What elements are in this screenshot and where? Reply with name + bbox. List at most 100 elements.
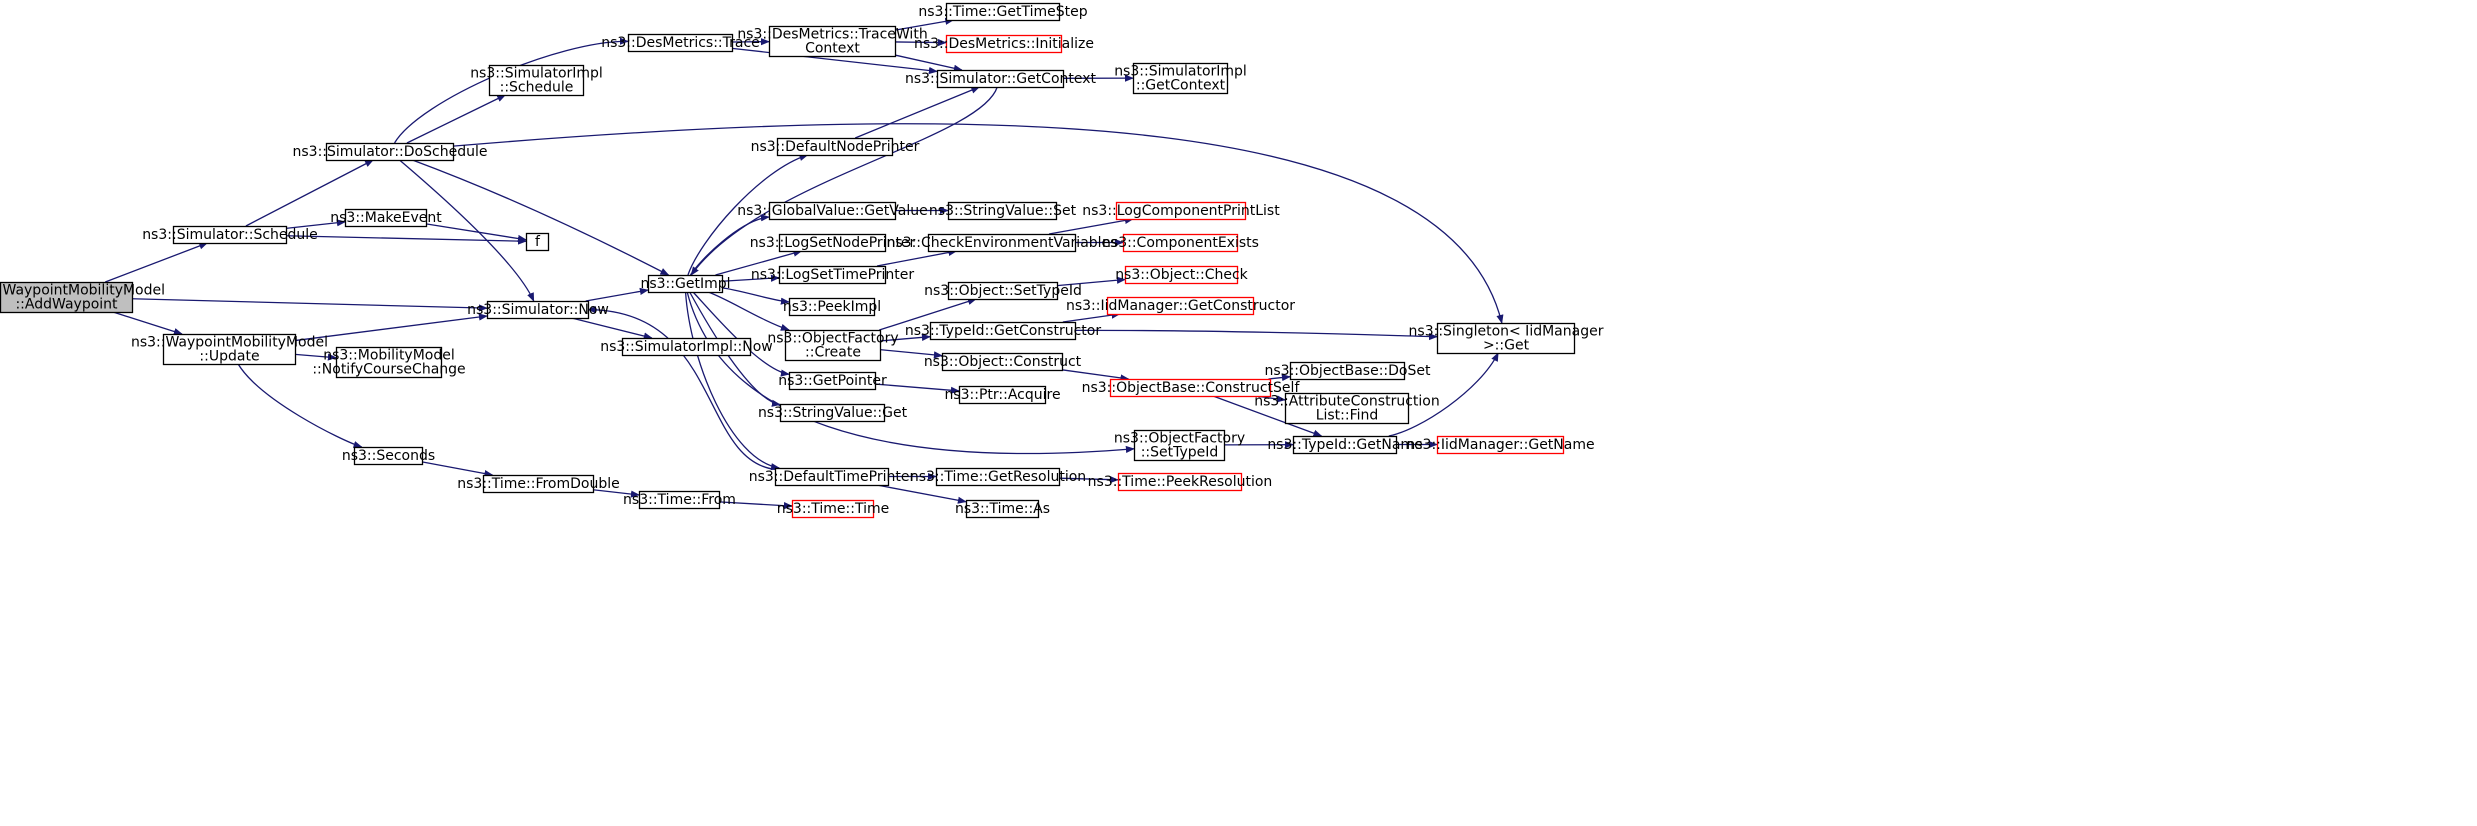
node-getcontext[interactable]: ns3::Simulator::GetContext [905, 71, 1097, 88]
node-label: ns3::DefaultNodePrinter [751, 139, 920, 155]
node-implnow[interactable]: ns3::SimulatorImpl::Now [600, 339, 773, 356]
node-label: ns3::IidManager::GetConstructor [1066, 298, 1295, 314]
node-typeidgetctor[interactable]: ns3::TypeId::GetConstructor [905, 323, 1101, 340]
node-label: ::GetContext [1136, 78, 1226, 94]
node-compexists[interactable]: ns3::ComponentExists [1102, 235, 1259, 252]
edge-defnodeprinter-to-getcontext [855, 87, 979, 138]
node-label: ns3::GlobalValue::GetValue [737, 203, 927, 219]
node-label: ns3::Simulator::GetContext [905, 71, 1097, 87]
node-label: List::Find [1316, 408, 1379, 424]
edge-getimpl-to-factsettypeid [687, 292, 1134, 453]
node-objconstruct[interactable]: ns3::Object::Construct [924, 354, 1082, 371]
node-timeas[interactable]: ns3::Time::As [955, 501, 1050, 518]
node-typeidgetname[interactable]: ns3::TypeId::GetName [1267, 437, 1422, 454]
node-peekimpl[interactable]: ns3::PeekImpl [783, 299, 881, 316]
node-doset[interactable]: ns3::ObjectBase::DoSet [1265, 363, 1431, 380]
node-iidgetctor[interactable]: ns3::IidManager::GetConstructor [1066, 298, 1295, 315]
node-awp: ns3::WaypointMobilityModel::AddWaypoint [0, 283, 165, 313]
node-objcheck[interactable]: ns3::Object::Check [1115, 267, 1248, 284]
node-timestep[interactable]: ns3::Time::GetTimeStep [918, 4, 1087, 21]
node-implgetcontext[interactable]: ns3::SimulatorImpl::GetContext [1114, 64, 1247, 94]
node-label: >::Get [1483, 338, 1530, 354]
node-getimpl[interactable]: ns3::GetImpl [640, 276, 730, 293]
node-label: ::NotifyCourseChange [312, 362, 465, 378]
node-doschedule[interactable]: ns3::Simulator::DoSchedule [293, 144, 488, 161]
node-label: ns3::ComponentExists [1102, 235, 1259, 251]
node-timetime[interactable]: ns3::Time::Time [777, 501, 889, 518]
edge-objconstruct-to-constructself [1062, 370, 1129, 379]
node-label: ns3::StringValue::Set [929, 203, 1077, 219]
node-timefrom[interactable]: ns3::Time::From [623, 492, 736, 509]
node-objfactcreate[interactable]: ns3::ObjectFactory::Create [767, 331, 898, 361]
node-label: ns3::Seconds [342, 448, 435, 464]
node-destrace[interactable]: ns3::DesMetrics::Trace [601, 35, 760, 52]
node-makeevent[interactable]: ns3::MakeEvent [330, 210, 442, 227]
node-stringget[interactable]: ns3::StringValue::Get [758, 405, 908, 422]
node-update[interactable]: ns3::WaypointMobilityModel::Update [131, 335, 328, 365]
node-singleton[interactable]: ns3::Singleton< IidManager>::Get [1409, 324, 1604, 354]
node-ptracquire[interactable]: ns3::Ptr::Acquire [944, 387, 1060, 404]
node-globalvalue[interactable]: ns3::GlobalValue::GetValue [737, 203, 927, 220]
node-label: ns3::Time::Time [777, 501, 889, 517]
node-getpointer[interactable]: ns3::GetPointer [778, 373, 887, 390]
node-label: ns3::Object::Check [1115, 267, 1248, 283]
node-defnodeprinter[interactable]: ns3::DefaultNodePrinter [751, 139, 920, 156]
node-label: ns3::Time::PeekResolution [1088, 474, 1273, 490]
node-label: Context [805, 41, 860, 57]
node-desinit[interactable]: ns3::DesMetrics::Initialize [914, 36, 1094, 53]
edge-doschedule-to-implschedule [407, 95, 505, 143]
node-label: ns3::Time::GetResolution [910, 469, 1086, 485]
edge-makeevent-to-f [426, 224, 526, 240]
node-iidgetname[interactable]: ns3::IidManager::GetName [1406, 437, 1594, 454]
node-fromdouble[interactable]: ns3::Time::FromDouble [457, 476, 620, 493]
node-getres[interactable]: ns3::Time::GetResolution [910, 469, 1086, 486]
node-label: ns3::Time::GetTimeStep [918, 4, 1087, 20]
edge-getimpl-to-objfactcreate [708, 292, 789, 330]
node-now[interactable]: ns3::Simulator::Now [467, 302, 609, 319]
node-label: ns3::LogSetNodePrinter [750, 235, 916, 251]
node-logprintlist[interactable]: ns3::LogComponentPrintList [1082, 203, 1280, 220]
node-label: ns3::StringValue::Get [758, 405, 908, 421]
node-lognodeprinter[interactable]: ns3::LogSetNodePrinter [750, 235, 916, 252]
edge-deftimeprinter-to-timeas [877, 485, 966, 502]
node-f[interactable]: f [527, 234, 549, 251]
node-label: ns3::Object::SetTypeId [924, 283, 1082, 299]
node-label: ns3::Time::FromDouble [457, 476, 620, 492]
node-factsettypeid[interactable]: ns3::ObjectFactory::SetTypeId [1114, 431, 1245, 461]
node-peekres[interactable]: ns3::Time::PeekResolution [1088, 474, 1273, 491]
node-implschedule[interactable]: ns3::SimulatorImpl::Schedule [470, 66, 603, 96]
nodes-layer: ns3::WaypointMobilityModel::AddWaypointn… [0, 4, 1604, 518]
edge-getimpl-to-peekimpl [722, 288, 789, 302]
node-logtimeprinter[interactable]: ns3::LogSetTimePrinter [751, 267, 915, 284]
node-label: ::AddWaypoint [15, 297, 118, 313]
node-coursechange[interactable]: ns3::MobilityModel::NotifyCourseChange [312, 348, 465, 378]
node-label: ns3::DesMetrics::Trace [601, 35, 760, 51]
edge-typeidgetctor-to-iidgetctor [1063, 314, 1120, 322]
edge-deftimeprinter-to-now [588, 310, 775, 470]
node-label: ns3::TypeId::GetConstructor [905, 323, 1101, 339]
node-label: ns3::Object::Construct [924, 354, 1082, 370]
node-label: ns3::IidManager::GetName [1406, 437, 1594, 453]
edge-checkenv-to-logprintlist [1049, 219, 1133, 234]
node-label: ns3::Ptr::Acquire [944, 387, 1060, 403]
node-label: ::SetTypeId [1141, 445, 1219, 461]
node-schedule[interactable]: ns3::Simulator::Schedule [142, 227, 318, 244]
node-settypeid[interactable]: ns3::Object::SetTypeId [924, 283, 1082, 300]
node-label: ::Update [199, 349, 259, 365]
node-label: ns3::DesMetrics::Initialize [914, 36, 1094, 52]
node-deftimeprinter[interactable]: ns3::DefaultTimePrinter [749, 469, 916, 486]
edge-awp-to-update [113, 312, 182, 334]
node-label: ns3::PeekImpl [783, 299, 881, 315]
node-label: ns3::GetPointer [778, 373, 887, 389]
node-checkenv[interactable]: ns3::CheckEnvironmentVariables [887, 235, 1118, 252]
node-stringset[interactable]: ns3::StringValue::Set [929, 203, 1077, 220]
node-seconds[interactable]: ns3::Seconds [342, 448, 435, 465]
node-label: ::Create [805, 345, 861, 361]
node-label: ns3::MakeEvent [330, 210, 442, 226]
node-label: ns3::Simulator::Schedule [142, 227, 318, 243]
node-label: ns3::Time::As [955, 501, 1050, 517]
node-label: ::Schedule [500, 80, 574, 96]
